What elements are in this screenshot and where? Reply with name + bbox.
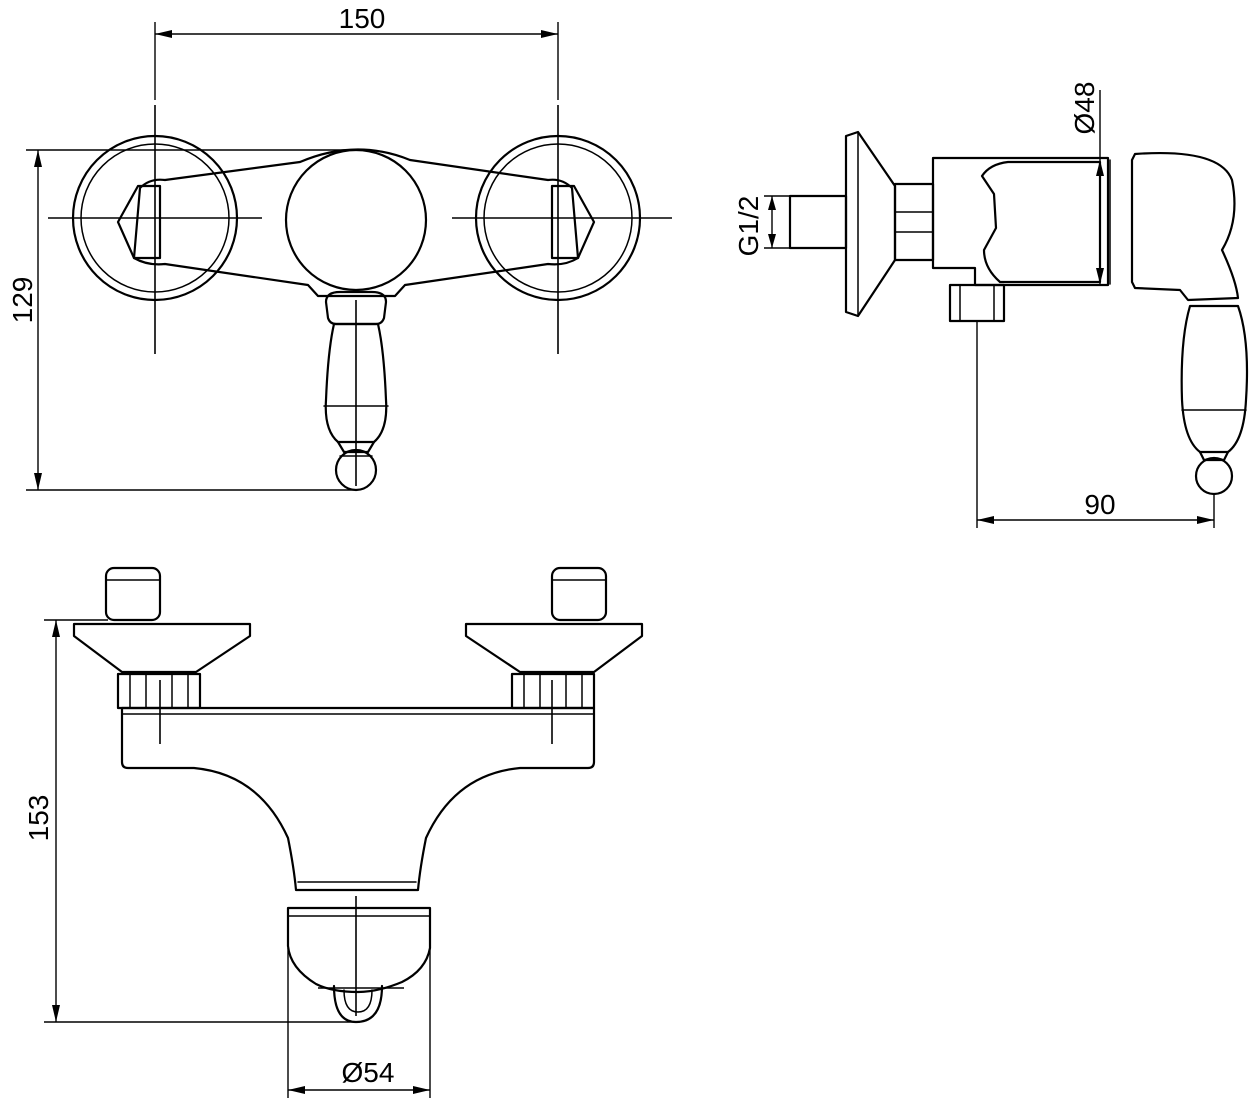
dimension-label-bottom-height: 153 xyxy=(23,795,54,842)
bottom-center-axes xyxy=(159,680,553,1016)
mixer-body xyxy=(132,148,580,298)
right-bottom-flange xyxy=(464,622,644,674)
bottom-cartridge-cap xyxy=(286,906,432,994)
side-view: G1/2 Ø48 90 xyxy=(733,82,1249,528)
center-axes xyxy=(48,105,672,486)
side-lever-knob xyxy=(1194,456,1234,496)
left-bottom-hex-nut xyxy=(116,672,202,710)
wall-flange xyxy=(844,130,897,318)
front-view: 150 129 xyxy=(7,3,672,492)
dimension-label-width: 150 xyxy=(339,3,386,34)
dimension-bottom-height xyxy=(44,619,360,1023)
bottom-view: 153 Ø54 xyxy=(23,566,644,1098)
inlet-pipe xyxy=(788,194,848,250)
right-hex-nut xyxy=(550,184,596,260)
side-hex-nut xyxy=(893,182,935,262)
dimension-height xyxy=(26,149,356,491)
lever-handle xyxy=(324,290,388,326)
dimension-label-height: 129 xyxy=(7,277,38,324)
outlet-fitting xyxy=(948,283,1006,323)
side-valve-body xyxy=(931,156,1110,287)
dimension-label-depth: 90 xyxy=(1084,489,1115,520)
dimension-label-thread: G1/2 xyxy=(733,196,764,257)
left-bottom-flange xyxy=(72,622,252,674)
dimension-label-body-diameter: Ø48 xyxy=(1069,82,1100,135)
side-cartridge-cap xyxy=(1130,151,1240,302)
dimension-thread xyxy=(764,195,792,249)
left-inlet-stub xyxy=(104,566,162,622)
dimension-body-diameter xyxy=(1096,90,1104,284)
dimension-width xyxy=(154,22,559,100)
right-inlet-stub xyxy=(550,566,608,622)
dimension-bottom-diameter xyxy=(287,948,431,1098)
left-hex-nut xyxy=(116,184,162,260)
bottom-mixer-body xyxy=(120,706,596,892)
dimension-depth xyxy=(976,322,1215,528)
dimension-label-bottom-diameter: Ø54 xyxy=(342,1057,395,1088)
right-bottom-hex-nut xyxy=(510,672,596,710)
cartridge-dome xyxy=(284,148,428,292)
side-lever-grip xyxy=(1180,304,1249,454)
